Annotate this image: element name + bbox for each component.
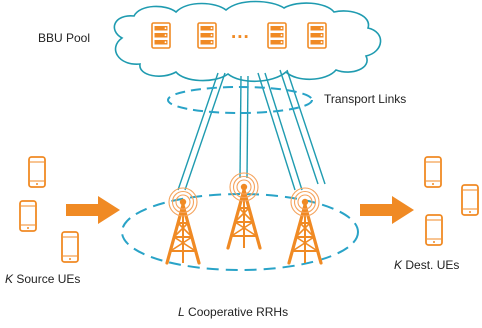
source-ues-text: Source UEs bbox=[16, 272, 81, 286]
bbu-pool-label: BBU Pool bbox=[38, 31, 91, 45]
server-icon bbox=[197, 22, 217, 49]
arrow-right-icon bbox=[360, 196, 414, 224]
phone-icon bbox=[61, 231, 79, 263]
transport-ellipse bbox=[167, 86, 313, 114]
phone-icon bbox=[425, 214, 443, 246]
source-count-symbol: K bbox=[5, 272, 14, 286]
phone-icon bbox=[28, 156, 46, 188]
transport-links-label: Transport Links bbox=[324, 92, 407, 106]
dest-ues-label: K Dest. UEs bbox=[394, 258, 459, 272]
server-icon bbox=[267, 22, 287, 49]
bbu-ellipsis: ... bbox=[231, 22, 250, 43]
dest-count-symbol: K bbox=[394, 258, 403, 272]
dest-ues-text: Dest. UEs bbox=[405, 258, 460, 272]
rrh-label: L Cooperative RRHs bbox=[178, 305, 288, 319]
rrh-count-symbol: L bbox=[178, 305, 185, 319]
phone-icon bbox=[461, 184, 479, 216]
arrow-right-icon bbox=[66, 196, 120, 224]
rrh-tower-icon bbox=[165, 186, 201, 265]
phone-icon bbox=[424, 156, 442, 188]
rrh-tower-icon bbox=[287, 186, 323, 265]
source-ues-label: K Source UEs bbox=[5, 272, 80, 286]
rrh-cluster-ellipse bbox=[121, 193, 359, 271]
server-icon bbox=[307, 22, 327, 49]
rrh-text: Cooperative RRHs bbox=[188, 305, 289, 319]
phone-icon bbox=[19, 200, 37, 232]
rrh-tower-icon bbox=[226, 171, 262, 250]
server-icon bbox=[151, 22, 171, 49]
transport-links bbox=[177, 69, 326, 191]
cloud-icon bbox=[113, 0, 382, 83]
